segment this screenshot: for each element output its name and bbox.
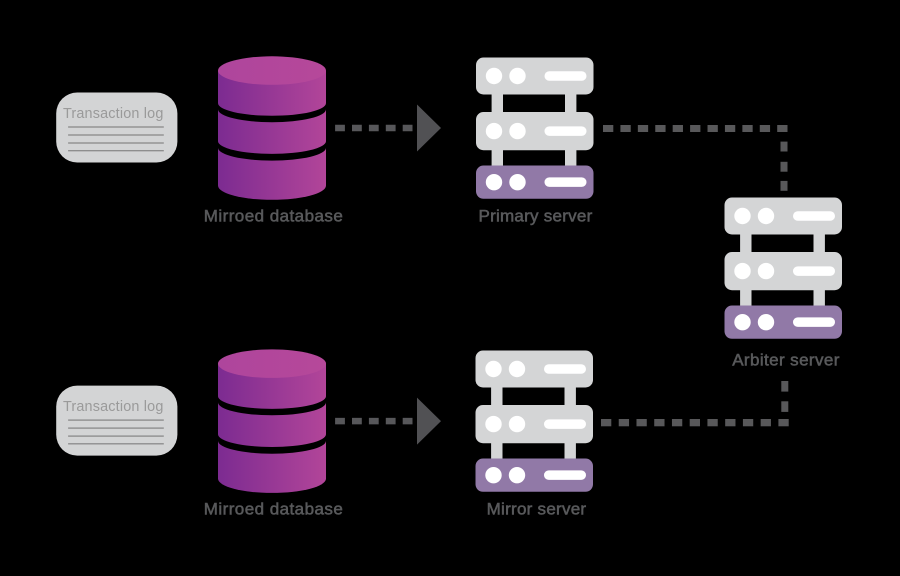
svg-text:Primary server: Primary server [478, 207, 592, 226]
svg-text:Arbiter server: Arbiter server [732, 351, 840, 370]
svg-text:Mirror server: Mirror server [487, 500, 587, 519]
svg-text:Transaction log: Transaction log [63, 399, 164, 415]
svg-text:Mirroed database: Mirroed database [204, 500, 344, 519]
svg-text:Mirroed database: Mirroed database [204, 207, 344, 226]
svg-text:Transaction log: Transaction log [63, 106, 164, 122]
